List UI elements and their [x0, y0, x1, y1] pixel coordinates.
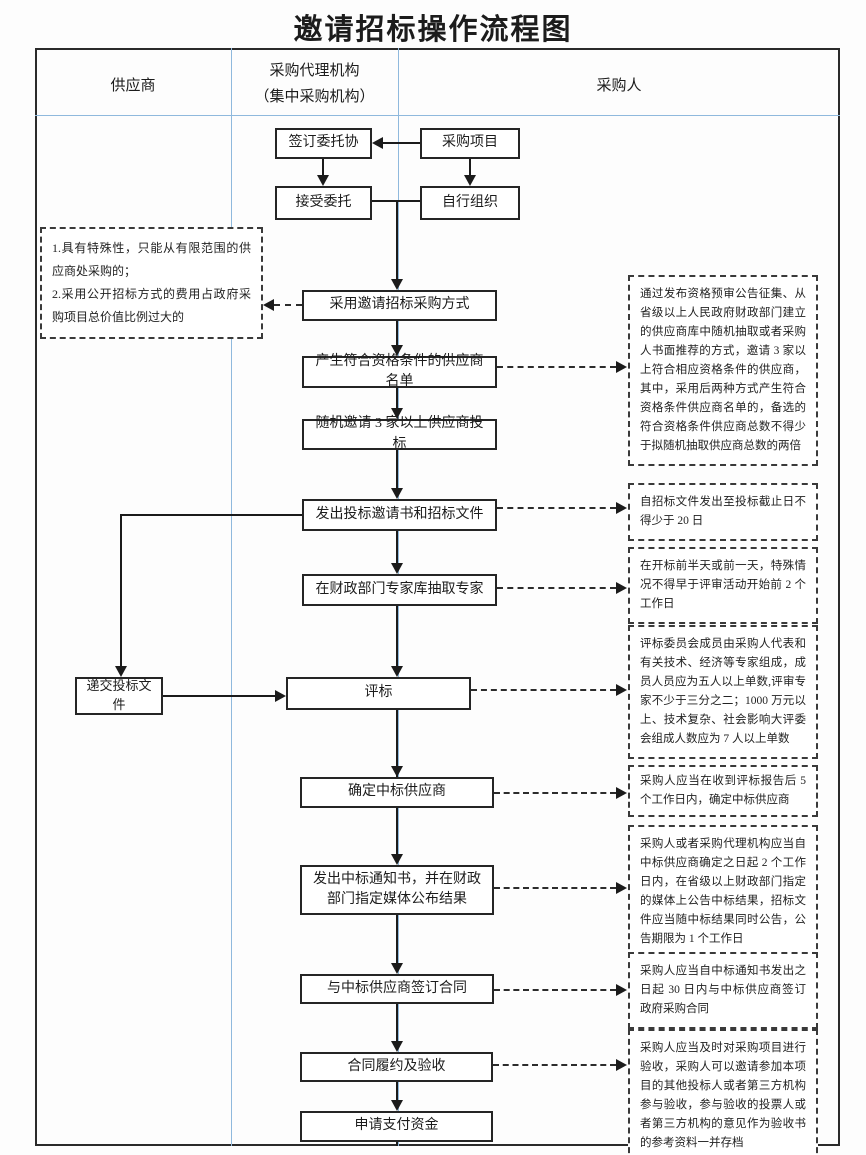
note-invitation-conditions: 1.具有特殊性，只能从有限范围的供应商处采购的； 2.采用公开招标方式的费用占政…: [40, 227, 263, 339]
arrowhead-into-random-invite: [391, 408, 403, 419]
note-qualification-methods: 通过发布资格预审公告征集、从省级以上人民政府财政部门建立的供应商库中随机抽取或者…: [628, 275, 818, 466]
node-sign-agreement: 签订委托协: [275, 128, 372, 159]
dashed-connector-experts-to-note: [497, 587, 616, 589]
node-draw-experts: 在财政部门专家库抽取专家: [302, 574, 497, 606]
column-header-agency-line2: （集中采购机构）: [254, 89, 375, 105]
connector-down-to-adopt-method: [396, 200, 398, 279]
note-announce-result: 采购人或者采购代理机构应当自中标供应商确定之日起 2 个工作日内，在省级以上财政…: [628, 825, 818, 959]
arrowhead-into-accept-entrustment: [317, 175, 329, 186]
arrowhead-into-evaluation-left: [275, 690, 286, 702]
arrowhead-into-sign-contract: [391, 963, 403, 974]
connector-list-to-invite: [396, 388, 398, 409]
node-accept-entrustment: 接受委托: [275, 186, 372, 220]
column-header-agency-line1: 采购代理机构: [269, 63, 360, 79]
node-sign-contract: 与中标供应商签订合同: [300, 974, 494, 1004]
connector-invite-to-issue: [396, 450, 398, 489]
connector-experts-to-evaluation: [396, 606, 398, 667]
page-title: 邀请招标操作流程图: [293, 14, 573, 46]
note-invitation-conditions-item2: 2.采用公开招标方式的费用占政府采购项目总价值比例过大的: [52, 287, 251, 324]
arrowhead-into-payment-request: [391, 1100, 403, 1111]
node-adopt-method: 采用邀请招标采购方式: [302, 290, 497, 321]
arrowhead-into-draw-experts: [391, 563, 403, 574]
column-header-supplier: 供应商: [110, 78, 156, 94]
node-self-organize: 自行组织: [420, 186, 520, 220]
note-acceptance-rule: 采购人应当及时对采购项目进行验收，采购人可以邀请参加本项目的其他投标人或者第三方…: [628, 1029, 818, 1155]
connector-issue-branch-left: [120, 514, 302, 516]
grid-line-divider-supplier-agency: [231, 48, 232, 1146]
arrowhead-into-evaluation: [391, 666, 403, 677]
dashed-connector-notice-to-note: [494, 887, 616, 889]
connector-determine-to-notice: [396, 808, 398, 855]
connector-contract-to-acceptance: [396, 1004, 398, 1042]
arrowhead-into-issue-notice: [391, 854, 403, 865]
connector-submit-to-evaluation: [163, 695, 276, 697]
node-submit-bid: 递交投标文件: [75, 677, 163, 715]
dashed-connector-evaluation-to-note: [471, 689, 616, 691]
connector-issue-to-experts: [396, 531, 398, 564]
node-determine-winner: 确定中标供应商: [300, 777, 494, 808]
dashed-connector-contract-to-note: [494, 989, 616, 991]
node-issue-invitation: 发出投标邀请书和招标文件: [302, 499, 497, 531]
arrowhead-into-determine-winner: [391, 766, 403, 777]
connector-evaluation-to-determine: [396, 710, 398, 777]
connector-project-to-self-organize: [469, 159, 471, 177]
dashed-connector-acceptance-to-note: [493, 1064, 616, 1066]
dashed-connector-adopt-to-left-note: [274, 304, 302, 306]
arrowhead-into-note-committee: [616, 684, 627, 696]
arrowhead-into-note-qualification: [616, 361, 627, 373]
node-issue-notice: 发出中标通知书，并在财政部门指定媒体公布结果: [300, 865, 494, 915]
arrowhead-into-note-tender-period: [616, 502, 627, 514]
dashed-connector-issue-to-note: [497, 507, 616, 509]
note-determine-time: 采购人应当在收到评标报告后 5 个工作日内，确定中标供应商: [628, 765, 818, 817]
arrowhead-into-note-acceptance: [616, 1059, 627, 1071]
node-procurement-project: 采购项目: [420, 128, 520, 159]
arrowhead-into-note-determine-time: [616, 787, 627, 799]
node-evaluation: 评标: [286, 677, 471, 710]
note-expert-draw-time: 在开标前半天或前一天，特殊情况不得早于评审活动开始前 2 个工作日: [628, 547, 818, 624]
arrowhead-into-generate-list: [391, 345, 403, 356]
arrowhead-into-note-contract-time: [616, 984, 627, 996]
node-random-invite: 随机邀请 3 家以上供应商投标: [302, 416, 497, 452]
node-generate-list: 产生符合资格条件的供应商名单: [302, 354, 497, 389]
note-tender-period: 自招标文件发出至投标截止日不得少于 20 日: [628, 483, 818, 541]
arrowhead-into-note-announce: [616, 882, 627, 894]
arrowhead-into-self-organize: [464, 175, 476, 186]
connector-payment-tail: [396, 1142, 398, 1146]
column-header-purchaser: 采购人: [596, 78, 642, 94]
connector-sign-to-accept: [322, 159, 324, 177]
connector-project-to-sign: [380, 142, 420, 144]
arrowhead-into-left-note: [263, 299, 274, 311]
grid-line-header-separator: [35, 115, 840, 116]
connector-notice-to-contract: [396, 915, 398, 964]
arrowhead-into-submit-bid: [115, 666, 127, 677]
note-invitation-conditions-item1: 1.具有特殊性，只能从有限范围的供应商处采购的；: [52, 241, 251, 278]
arrowhead-into-sign-agreement: [372, 137, 383, 149]
note-evaluation-committee: 评标委员会成员由采购人代表和有关技术、经济等专家组成，成员人员应为五人以上单数,…: [628, 625, 818, 759]
dashed-connector-determine-to-note: [494, 792, 616, 794]
node-performance-acceptance: 合同履约及验收: [300, 1052, 493, 1082]
node-payment-request: 申请支付资金: [300, 1111, 493, 1142]
connector-acceptance-to-payment: [396, 1082, 398, 1101]
dashed-connector-list-to-note: [497, 366, 616, 368]
arrowhead-into-issue-invitation: [391, 488, 403, 499]
arrowhead-into-note-expert-draw: [616, 582, 627, 594]
column-header-agency: 采购代理机构 （集中采购机构）: [231, 58, 398, 110]
arrowhead-into-adopt-method: [391, 279, 403, 290]
connector-adopt-to-list: [396, 321, 398, 346]
connector-down-to-submit-bid: [120, 514, 122, 667]
arrowhead-into-performance-acceptance: [391, 1041, 403, 1052]
note-contract-time: 采购人应当自中标通知书发出之日起 30 日内与中标供应商签订政府采购合同: [628, 952, 818, 1029]
swimlane-table-border: [35, 48, 840, 1146]
